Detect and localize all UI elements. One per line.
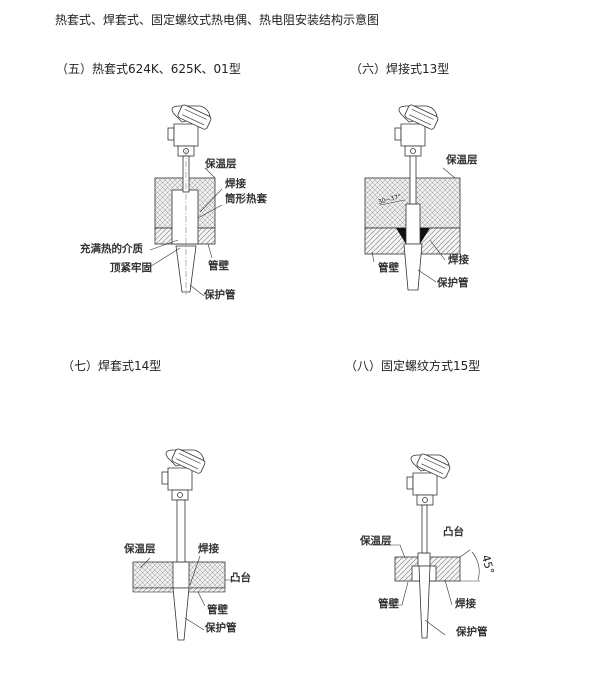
label-weld: 焊接 xyxy=(225,178,246,190)
label-wall: 管壁 xyxy=(207,604,228,616)
label-wall: 管壁 xyxy=(208,260,229,272)
label-sleeve: 筒形热套 xyxy=(225,193,267,205)
label-tube: 保护管 xyxy=(437,277,469,289)
label-wall: 管壁 xyxy=(378,598,399,610)
label-insulation: 保温层 xyxy=(205,158,237,170)
section-heading-6: （六）焊接式13型 xyxy=(350,62,450,76)
section-heading-5: （五）热套式624K、625K、01型 xyxy=(56,62,241,76)
label-insulation: 保温层 xyxy=(124,543,156,555)
label-boss: 凸台 xyxy=(230,572,251,584)
section-heading-8: （八）固定螺纹方式15型 xyxy=(345,359,481,373)
label-tight: 顶紧牢固 xyxy=(110,262,152,274)
label-weld: 焊接 xyxy=(455,598,476,610)
label-boss: 凸台 xyxy=(443,526,464,538)
section-heading-7: （七）焊套式14型 xyxy=(62,359,162,373)
label-tube: 保护管 xyxy=(456,626,488,638)
diagram-6-welded xyxy=(364,103,461,291)
diagram-5-thermo-sleeve xyxy=(147,103,223,297)
diagram-7-weld-sleeve xyxy=(132,447,235,641)
label-weld: 焊接 xyxy=(448,254,469,266)
label-tube: 保护管 xyxy=(204,289,236,301)
page-title: 热套式、焊套式、固定螺纹式热电偶、热电阻安装结构示意图 xyxy=(55,13,380,27)
label-weld: 焊接 xyxy=(198,543,219,555)
label-insulation: 保温层 xyxy=(360,535,392,547)
label-tube: 保护管 xyxy=(205,622,237,634)
label-medium: 充满热的介质 xyxy=(80,243,143,255)
label-insulation: 保温层 xyxy=(446,154,478,166)
label-wall: 管壁 xyxy=(378,262,399,274)
diagram-8-threaded xyxy=(370,452,480,639)
